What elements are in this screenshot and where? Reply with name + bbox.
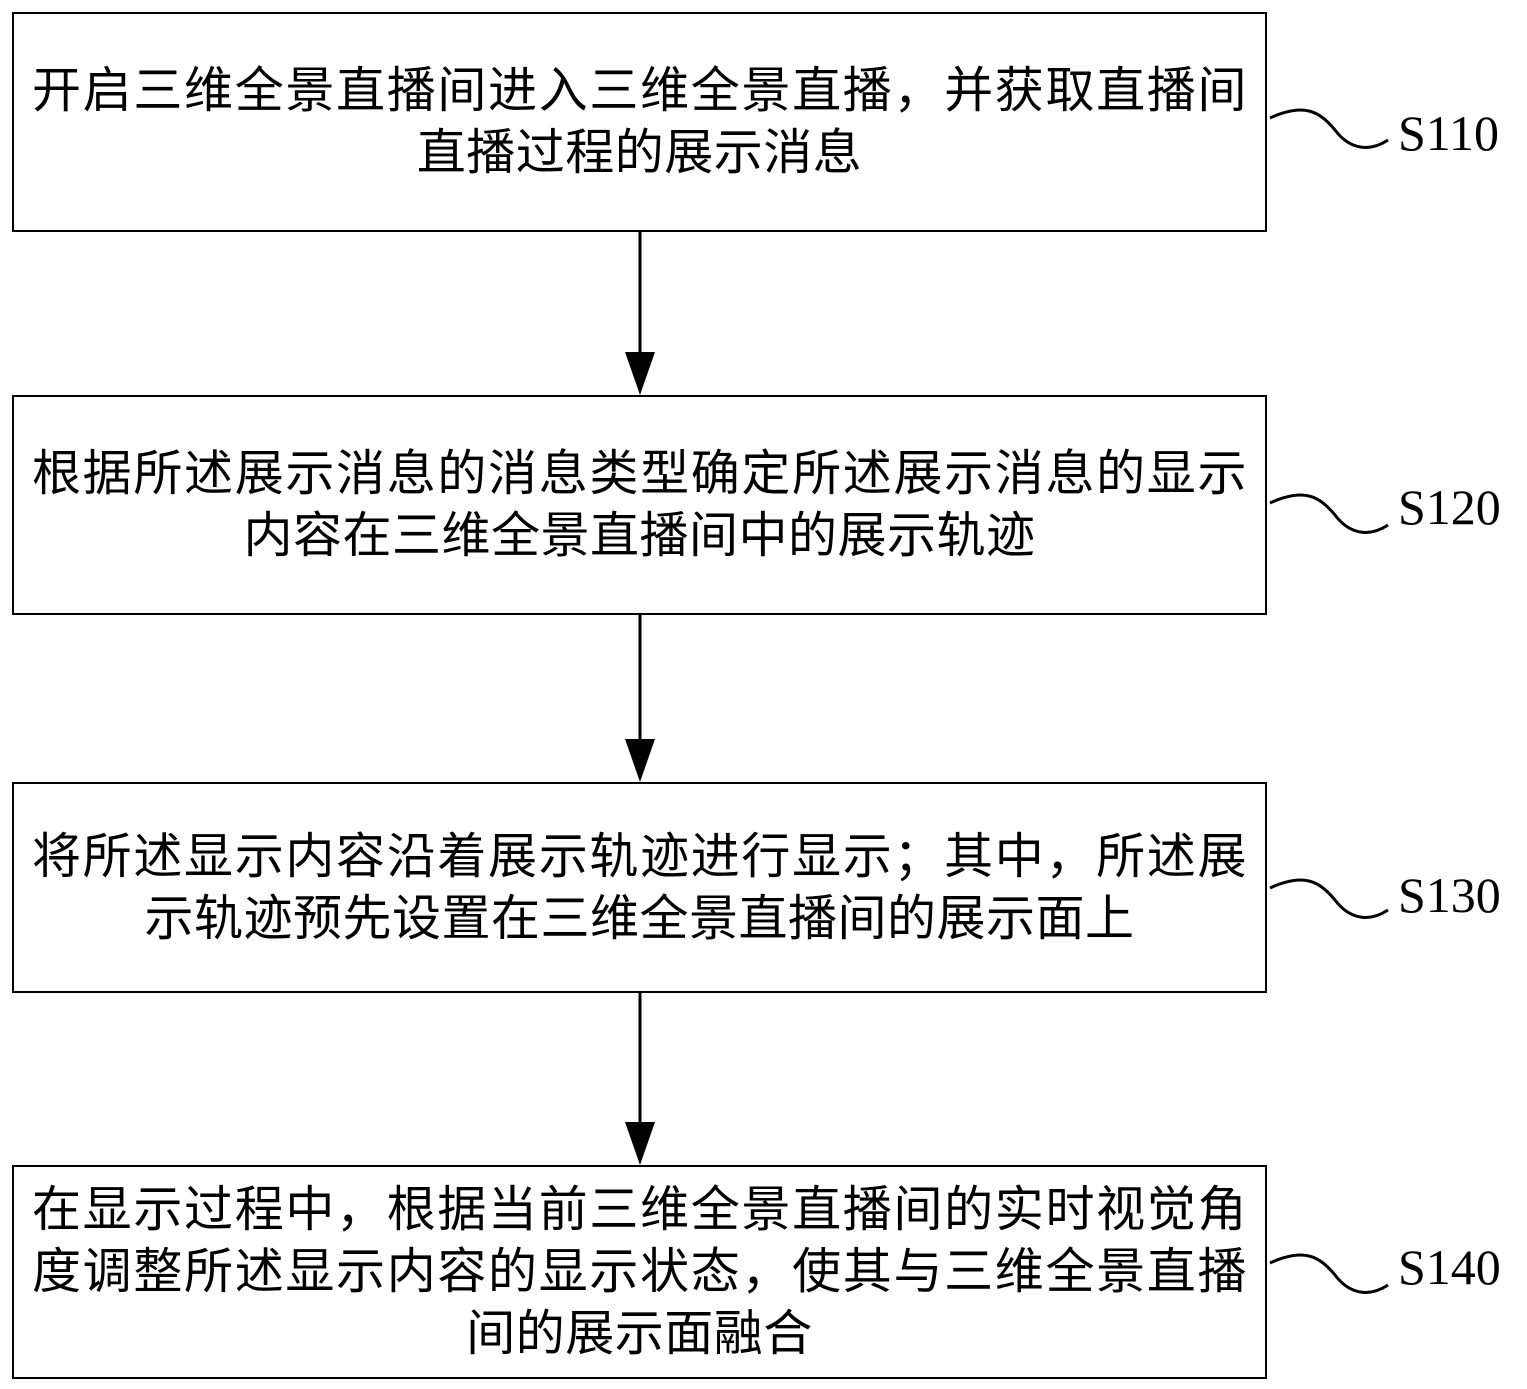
step-label-s120: S120	[1398, 479, 1501, 535]
step-box-s140: 在显示过程中，根据当前三维全景直播间的实时视觉角度调整所述显示内容的显示状态，使…	[12, 1165, 1267, 1379]
step-box-s130: 将所述显示内容沿着展示轨迹进行显示；其中，所述展示轨迹预先设置在三维全景直播间的…	[12, 782, 1267, 993]
step-label-s130: S130	[1398, 867, 1501, 923]
arrow-s130-to-s140	[625, 993, 655, 1165]
step-text-s110: 开启三维全景直播间进入三维全景直播，并获取直播间直播过程的展示消息	[32, 62, 1247, 181]
wave-connector-s130	[1269, 878, 1389, 919]
wave-connector-s140	[1269, 1253, 1389, 1294]
step-box-s120: 根据所述展示消息的消息类型确定所述展示消息的显示内容在三维全景直播间中的展示轨迹	[12, 395, 1267, 615]
step-text-s140: 在显示过程中，根据当前三维全景直播间的实时视觉角度调整所述显示内容的显示状态，使…	[32, 1181, 1247, 1362]
step-box-s110: 开启三维全景直播间进入三维全景直播，并获取直播间直播过程的展示消息	[12, 12, 1267, 232]
wave-connector-s110	[1269, 108, 1389, 149]
wave-connector-s120	[1269, 493, 1389, 534]
step-text-s130: 将所述显示内容沿着展示轨迹进行显示；其中，所述展示轨迹预先设置在三维全景直播间的…	[32, 827, 1247, 947]
arrow-s120-to-s130	[625, 615, 655, 782]
step-label-s110: S110	[1398, 105, 1499, 161]
step-text-s120: 根据所述展示消息的消息类型确定所述展示消息的显示内容在三维全景直播间中的展示轨迹	[32, 445, 1247, 564]
arrow-s110-to-s120	[625, 232, 655, 395]
step-label-s140: S140	[1398, 1239, 1501, 1295]
